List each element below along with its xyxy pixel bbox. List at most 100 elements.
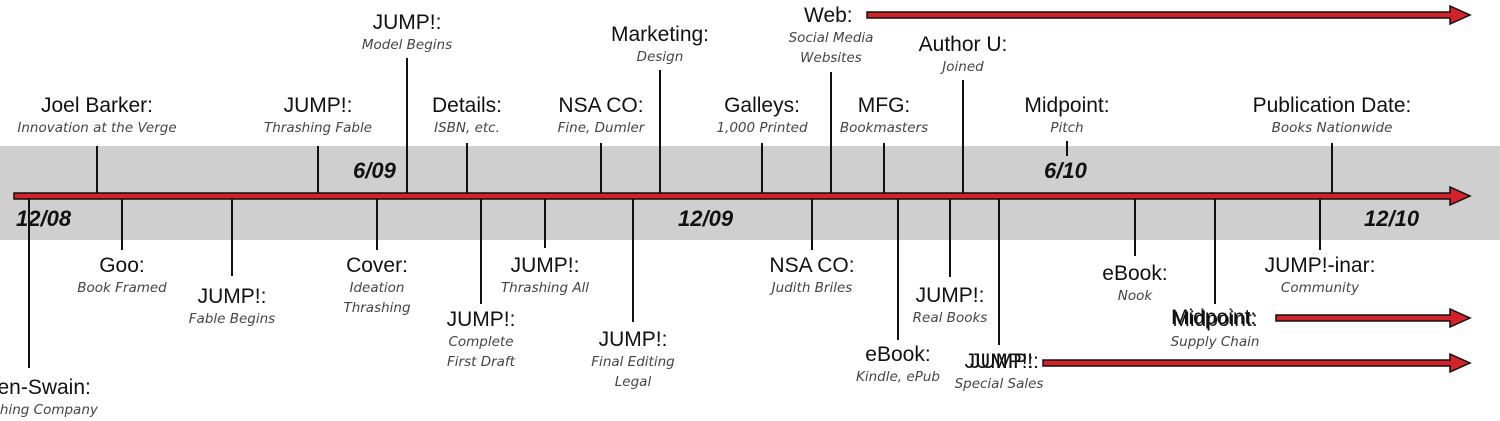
event-tick	[466, 143, 468, 193]
event-detail: 1,000 Printed	[716, 120, 808, 136]
event-title: Midpoint:	[1024, 94, 1110, 117]
event-tick	[761, 143, 763, 193]
event-title: eBook:	[1102, 262, 1168, 285]
event-tick	[897, 199, 899, 340]
event-title: JUMP!:	[283, 94, 353, 117]
event-title: Author U:	[918, 33, 1008, 56]
event-title: eBook:	[865, 343, 931, 366]
event-title: JUMP!:	[964, 350, 1034, 373]
event-detail: Thrashing	[343, 300, 411, 316]
event-title: Midpoint:	[1172, 308, 1258, 331]
timeline-event: MFG: Bookmasters	[840, 94, 928, 138]
date-label: 12/08	[16, 206, 72, 231]
timeline-event: Details: ISBN, etc.	[432, 94, 502, 138]
event-detail: Special Sales	[954, 376, 1044, 392]
event-detail: Supply Chain	[1170, 334, 1260, 350]
event-tick	[317, 146, 319, 193]
event-title: Goo:	[99, 254, 145, 277]
event-tick	[830, 72, 832, 193]
event-detail: Final Editing	[591, 354, 675, 370]
event-detail: Publishing Company	[0, 402, 98, 418]
date-label: 12/09	[678, 206, 734, 231]
event-detail: First Draft	[447, 354, 515, 370]
event-detail: Social Media	[788, 30, 874, 46]
event-title: Joel Barker:	[40, 94, 154, 117]
event-title: JUMP!-inar:	[1264, 254, 1376, 277]
event-title: Galleys:	[724, 94, 800, 117]
event-tick	[1319, 199, 1321, 250]
date-label: 6/10	[1044, 158, 1087, 183]
timeline-event: Goo: Book Framed	[77, 254, 167, 298]
timeline-event: NSA CO:Judith Briles	[769, 254, 854, 298]
event-detail: Books Nationwide	[1271, 120, 1393, 136]
event-tick	[406, 58, 408, 193]
event-title: MFG:	[857, 94, 911, 117]
timeline-event: JUMP!:Model Begins	[362, 11, 452, 55]
timeline-event: Publication Date: Books Nationwide	[1253, 94, 1412, 138]
event-title: JUMP!:	[915, 284, 985, 307]
event-detail: Websites	[800, 50, 862, 66]
timeline-event: eBook: Nook	[1102, 262, 1167, 306]
date-label: 6/09	[353, 158, 396, 183]
event-tick	[632, 199, 634, 322]
ongoing-label: Midpoint:	[1171, 306, 1257, 329]
event-title: Details:	[431, 94, 503, 117]
ongoing-label: Web:	[804, 4, 853, 27]
timeline-event: JUMP!:Thrashing Fable	[264, 94, 372, 138]
timeline-event: JUMP!: Real Books	[913, 284, 988, 328]
date-label: 12/10	[1364, 206, 1420, 231]
event-tick	[121, 199, 123, 250]
event-detail: Kindle, ePub	[856, 369, 940, 385]
event-detail: Joined	[942, 59, 984, 75]
event-tick	[659, 70, 661, 193]
event-tick	[1331, 143, 1333, 193]
timeline-event: eBook: Kindle, ePub	[856, 343, 940, 387]
event-tick	[544, 199, 546, 248]
event-title: JUMP!:	[510, 254, 580, 277]
timeline-event: Marketing:Design	[611, 23, 709, 67]
event-tick	[962, 80, 964, 193]
event-detail: ISBN, etc.	[434, 120, 500, 136]
event-tick	[949, 199, 951, 277]
event-tick	[998, 199, 1000, 345]
timeline-event: Galleys: 1,000 Printed	[716, 94, 807, 138]
event-title: Marketing:	[610, 23, 710, 46]
event-detail: Real Books	[912, 310, 988, 326]
event-tick	[28, 199, 30, 368]
event-tick	[600, 143, 602, 193]
event-detail: Innovation at the Verge	[17, 120, 177, 136]
timeline-event: JUMP!:Fable Begins	[189, 285, 275, 329]
event-tick	[1214, 199, 1216, 304]
event-tick	[1066, 141, 1068, 156]
event-title: Alden-Swain:	[0, 376, 91, 399]
event-detail: Complete	[448, 334, 514, 350]
event-tick	[376, 199, 378, 250]
event-tick	[883, 143, 885, 193]
event-tick	[811, 199, 813, 250]
event-title: Publication Date:	[1252, 94, 1412, 117]
event-detail: Ideation	[349, 280, 405, 296]
event-title: JUMP!:	[372, 11, 442, 34]
event-detail: Legal	[614, 374, 652, 390]
event-title: Cover:	[346, 254, 408, 277]
timeline-event: JUMP!: Special Sales	[955, 350, 1044, 394]
event-detail: Bookmasters	[839, 120, 929, 136]
event-detail: Nook	[1117, 288, 1153, 304]
event-detail: Fine, Dumler	[557, 120, 645, 136]
event-detail: Book Framed	[77, 280, 167, 296]
timeline-event: Alden-Swain: Publishing Company	[0, 376, 98, 420]
ongoing-label: JUMP!:	[970, 350, 1039, 373]
timeline-event: Midpoint: Pitch	[1024, 94, 1109, 138]
event-detail: Pitch	[1050, 120, 1084, 136]
event-tick	[231, 199, 233, 276]
event-tick	[1134, 199, 1136, 256]
